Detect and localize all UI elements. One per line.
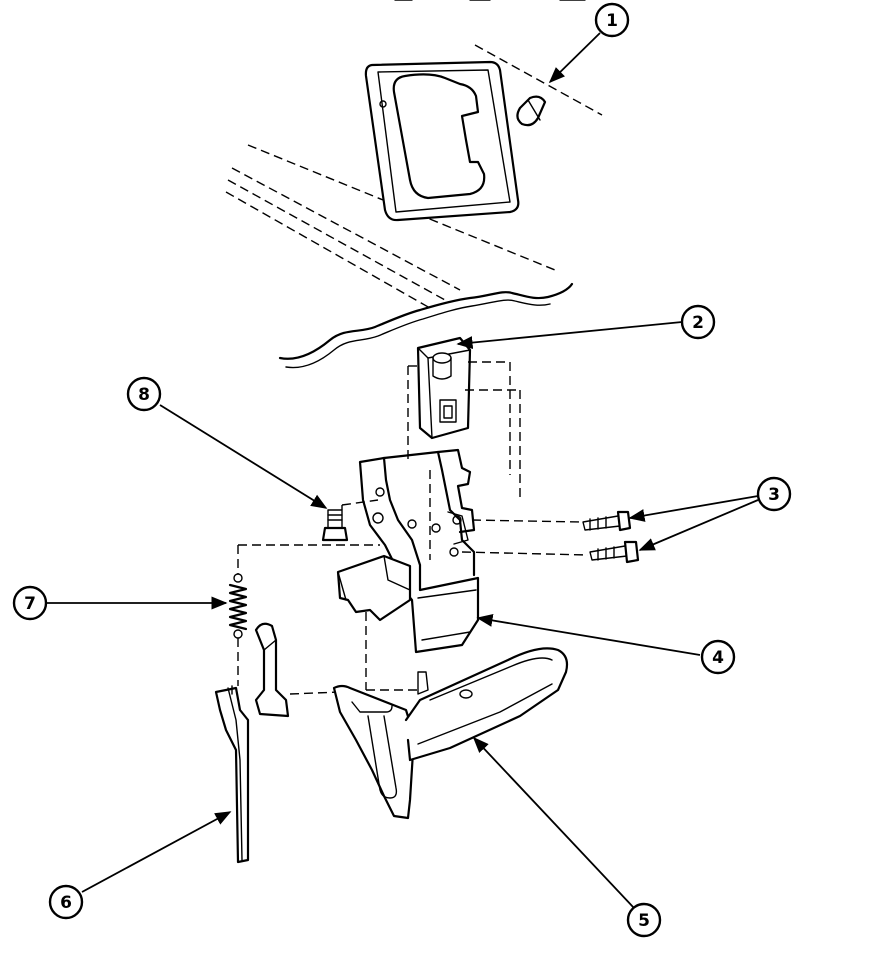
callout-1: 1 xyxy=(594,2,630,38)
part-8-screw xyxy=(321,499,379,542)
callout-4: 4 xyxy=(700,639,736,675)
part-7-spring xyxy=(228,544,380,686)
part-4-bracket-housing xyxy=(336,448,480,690)
callout-8: 8 xyxy=(126,376,162,412)
callout-4-label: 4 xyxy=(712,648,724,668)
part-1-bezel-plate xyxy=(364,60,547,222)
callout-2: 2 xyxy=(680,304,716,340)
callout-1-label: 1 xyxy=(606,11,618,31)
callout-6-label: 6 xyxy=(60,893,72,913)
callout-7: 7 xyxy=(12,585,48,621)
console-panel-outline xyxy=(225,44,603,369)
callout-2-label: 2 xyxy=(692,313,704,333)
part-6-lever xyxy=(214,622,341,864)
callout-5: 5 xyxy=(626,902,662,938)
callout-3: 3 xyxy=(756,476,792,512)
callout-7-label: 7 xyxy=(24,594,36,614)
callout-5-label: 5 xyxy=(638,911,650,931)
callout-6: 6 xyxy=(48,884,84,920)
leader-lines xyxy=(46,32,759,909)
part-5-actuator xyxy=(332,647,569,820)
callout-3-label: 3 xyxy=(768,485,780,505)
part-2-switch-block xyxy=(407,336,521,500)
callout-8-label: 8 xyxy=(138,385,150,405)
part-3-screws xyxy=(461,510,640,564)
